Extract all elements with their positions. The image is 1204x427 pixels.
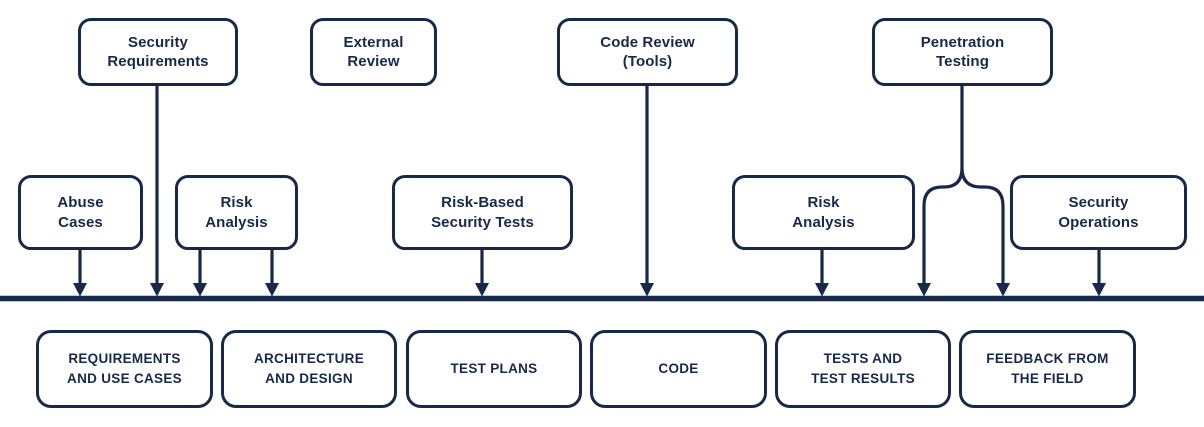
connector-penetration-testing-fork [917, 86, 1010, 297]
arrowhead [815, 283, 829, 297]
box-label: Risk Analysis [792, 194, 855, 231]
arrowhead [475, 283, 489, 297]
box-label: Security Requirements [107, 33, 209, 71]
connector-security-operations [1092, 250, 1106, 297]
box-label: Risk Analysis [205, 194, 268, 231]
box-code: CODE [590, 330, 767, 408]
box-label: Code Review (Tools) [600, 33, 695, 71]
box-label: REQUIREMENTS AND USE CASES [67, 350, 182, 386]
box-penetration-testing: Penetration Testing [872, 18, 1053, 86]
box-security-operations: Security Operations [1010, 175, 1187, 250]
box-label: Security Operations [1058, 194, 1139, 231]
box-code-review-tools: Code Review (Tools) [557, 18, 738, 86]
box-abuse-cases: Abuse Cases [18, 175, 143, 250]
connector-security-requirements [150, 86, 164, 297]
box-tests-and-test-results: TESTS AND TEST RESULTS [775, 330, 951, 408]
box-label: Abuse Cases [57, 194, 104, 231]
arrowhead [917, 283, 931, 297]
arrowhead [265, 283, 279, 297]
arrowhead [193, 283, 207, 297]
box-label: Risk-Based Security Tests [431, 194, 534, 231]
connector-risk-analysis-tests [815, 250, 829, 297]
box-risk-analysis-design: Risk Analysis [175, 175, 298, 250]
arrowhead [640, 283, 654, 297]
arrowhead [996, 283, 1010, 297]
box-label: External Review [343, 33, 404, 71]
box-label: CODE [658, 360, 699, 376]
box-label: TEST PLANS [450, 360, 538, 376]
arrowhead [73, 283, 87, 297]
connector-risk-analysis-design-left [193, 250, 207, 297]
box-feedback-from-the-field: FEEDBACK FROM THE FIELD [959, 330, 1136, 408]
box-test-plans: TEST PLANS [406, 330, 582, 408]
box-architecture-and-design: ARCHITECTURE AND DESIGN [221, 330, 397, 408]
box-security-requirements: Security Requirements [78, 18, 238, 86]
box-label: Penetration Testing [920, 33, 1005, 71]
box-label: FEEDBACK FROM THE FIELD [986, 350, 1109, 386]
connector-abuse-cases [73, 250, 87, 297]
arrowhead [150, 283, 164, 297]
box-risk-based-security-tests: Risk-Based Security Tests [392, 175, 573, 250]
box-risk-analysis-tests: Risk Analysis [732, 175, 915, 250]
box-label: ARCHITECTURE AND DESIGN [253, 350, 365, 386]
connector-code-review [640, 86, 654, 297]
box-external-review: External Review [310, 18, 437, 86]
box-requirements-and-use-cases: REQUIREMENTS AND USE CASES [36, 330, 213, 408]
connector-risk-analysis-design-right [265, 250, 279, 297]
arrowhead [1092, 283, 1106, 297]
box-label: TESTS AND TEST RESULTS [811, 350, 915, 386]
connector-risk-based-security-tests [475, 250, 489, 297]
